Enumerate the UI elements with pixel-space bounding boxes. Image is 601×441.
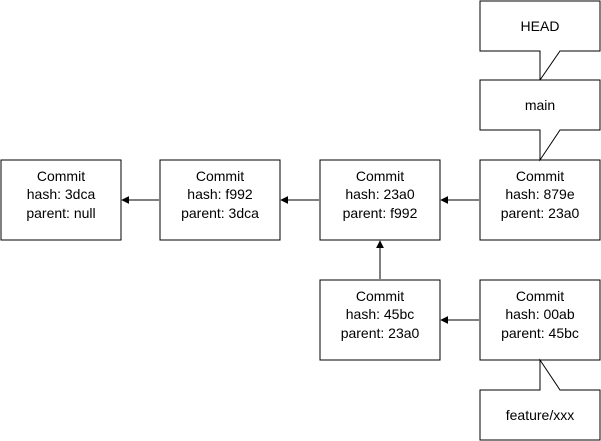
commit-hash: hash: 879e xyxy=(505,186,574,202)
commit-box xyxy=(319,279,441,361)
commit-node-45bc: Commit hash: 45bc parent: 23a0 xyxy=(319,279,441,361)
commit-title: Commit xyxy=(196,168,244,184)
commit-hash: hash: 00ab xyxy=(505,306,574,322)
ref-callout-main: main xyxy=(479,79,601,162)
ref-label: HEAD xyxy=(521,18,560,34)
callout-shape xyxy=(479,358,601,441)
commit-hash: hash: 45bc xyxy=(346,306,415,322)
commit-title: Commit xyxy=(516,168,564,184)
commit-node-00ab: Commit hash: 00ab parent: 45bc xyxy=(479,279,601,361)
commit-parent: parent: 3dca xyxy=(181,205,259,221)
commit-hash: hash: 3dca xyxy=(27,186,96,202)
commit-box xyxy=(159,159,281,241)
commit-hash: hash: f992 xyxy=(187,186,253,202)
ref-callout-feature: feature/xxx xyxy=(479,358,601,441)
commit-title: Commit xyxy=(356,168,404,184)
commit-box xyxy=(479,279,601,361)
commit-parent: parent: 45bc xyxy=(501,325,579,341)
commit-node-3dca: Commit hash: 3dca parent: null xyxy=(0,159,122,241)
commit-title: Commit xyxy=(516,288,564,304)
commit-node-879e: Commit hash: 879e parent: 23a0 xyxy=(479,159,601,241)
commit-node-23a0: Commit hash: 23a0 parent: f992 xyxy=(319,159,441,241)
commit-parent: parent: null xyxy=(26,205,95,221)
ref-callout-head: HEAD xyxy=(479,0,601,82)
commit-parent: parent: 23a0 xyxy=(341,325,420,341)
callout-shape xyxy=(479,79,601,162)
commit-box xyxy=(479,159,601,241)
commit-node-f992: Commit hash: f992 parent: 3dca xyxy=(159,159,281,241)
commit-hash: hash: 23a0 xyxy=(345,186,414,202)
commit-box xyxy=(0,159,122,241)
commit-title: Commit xyxy=(37,168,85,184)
ref-label: feature/xxx xyxy=(506,407,574,423)
callout-shape xyxy=(479,0,601,82)
commit-parent: parent: f992 xyxy=(343,205,418,221)
commit-title: Commit xyxy=(356,288,404,304)
commit-parent: parent: 23a0 xyxy=(501,205,580,221)
commit-box xyxy=(319,159,441,241)
ref-label: main xyxy=(525,97,555,113)
